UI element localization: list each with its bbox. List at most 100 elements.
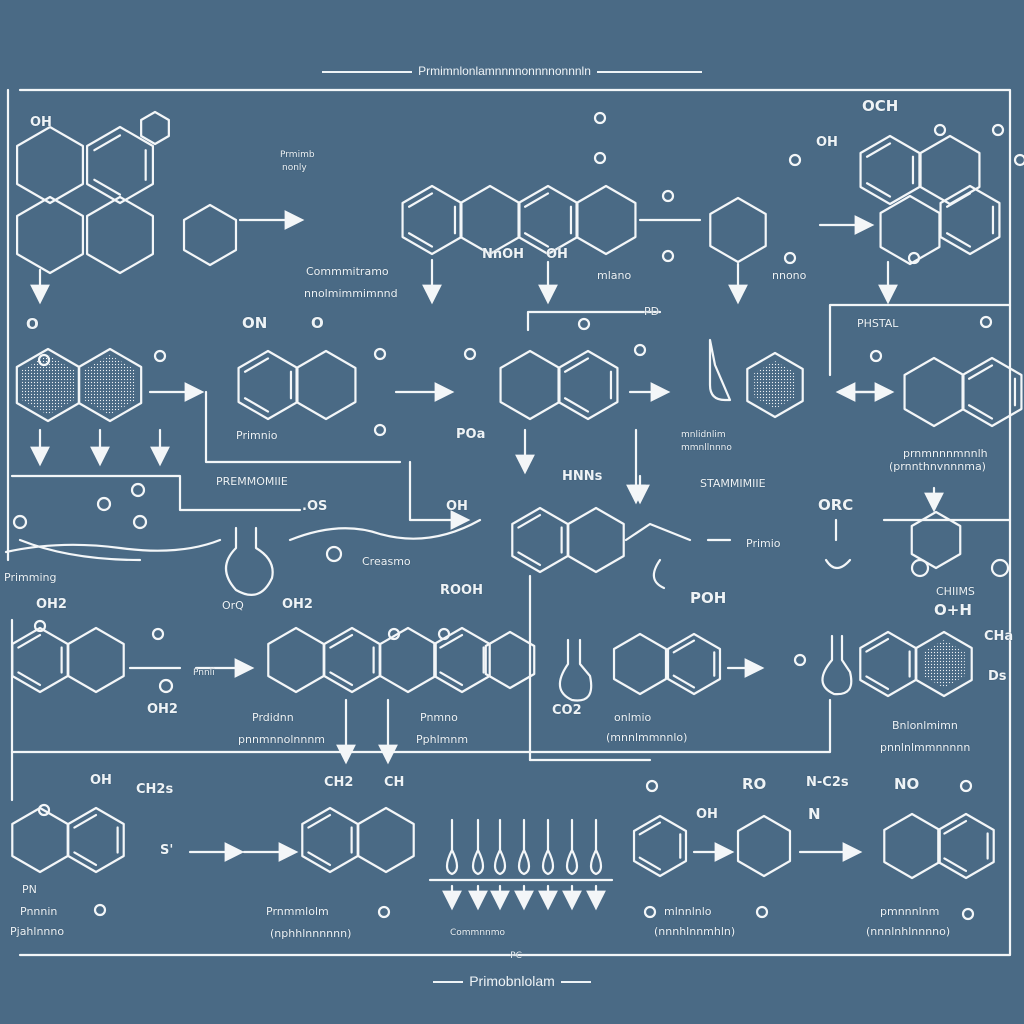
ring-r5-b	[67, 806, 125, 874]
ring-r1-top	[140, 110, 170, 146]
label-n-c2s: N-C2s	[806, 775, 849, 790]
ring-r5-c-double-bond	[307, 813, 332, 829]
label-o-r2a: O	[311, 314, 324, 332]
tube-r5-3	[517, 818, 531, 876]
ring-r4-a-double-bond	[17, 671, 42, 687]
footer-title-row: Primobnlolam	[0, 973, 1024, 989]
ring-r1-f	[401, 184, 463, 256]
ring-r2-i-double-bond	[967, 364, 994, 380]
ring-r2-h	[903, 356, 965, 428]
label-nnolmim: nnolmimmimnnd	[304, 287, 398, 300]
ring-r2-i	[961, 356, 1023, 428]
label-mlano: mlano	[597, 269, 632, 282]
atom-o-r1d	[661, 249, 675, 263]
ring-r5-e	[632, 814, 688, 878]
atom-o-r3a	[12, 514, 28, 530]
bracket-r4-bottom	[10, 618, 832, 754]
ring-r2-b-shade	[84, 355, 136, 415]
atom-o-r4e	[437, 627, 451, 641]
label-premmomiie: PREMMOMIIE	[216, 475, 288, 488]
label-mnlid1: mnlidnlim	[681, 430, 726, 440]
label-pd: PD	[644, 305, 660, 318]
label-bnlonl2: pnnlnlmmnnnnn	[880, 741, 971, 754]
tube-r5-4	[541, 818, 555, 876]
atom-o-r3d	[132, 514, 148, 530]
ring-r5-h-double-bond	[943, 857, 968, 873]
atom-o-r5g	[959, 779, 973, 793]
label-commnnmo: Commnnmo	[450, 928, 506, 938]
label-cha: CHa	[984, 629, 1014, 644]
ring-r4-f	[433, 626, 491, 694]
ring-r1-k	[859, 134, 921, 206]
label-prnmmlolm: Prnmmlolm	[266, 905, 329, 918]
ring-r5-b-double-bond	[73, 813, 98, 829]
connector-r1-right	[828, 303, 1012, 377]
label-ds: Ds	[988, 669, 1007, 684]
label-on: ON	[242, 314, 268, 332]
ring-r1-k-double-bond	[865, 142, 892, 158]
ring-r1-j	[709, 196, 767, 264]
label-orq: OrQ	[222, 599, 244, 612]
label-poh: POH	[690, 589, 727, 607]
ring-r2-e	[499, 349, 561, 421]
ring-r2-c-double-bond	[243, 397, 270, 413]
label-ch2-r5: CH2	[324, 775, 354, 790]
label-och: OCH	[862, 97, 899, 115]
label-bnlonl1: Bnlonlmimn	[892, 719, 958, 732]
ring-r5-d	[357, 806, 415, 874]
chain-r3-b	[18, 538, 142, 562]
label-onlmio1: onlmio	[614, 711, 652, 724]
atom-o-r2d	[373, 423, 387, 437]
chain-r3-d	[624, 522, 692, 542]
ring-r4-i	[666, 632, 722, 696]
ring-r4-e	[379, 626, 437, 694]
label-mlnnl1: mlnnlnlo	[664, 905, 712, 918]
ring-r4-h	[612, 632, 668, 696]
label-nonly: nonly	[282, 163, 307, 173]
footer-title: Primobnlolam	[469, 973, 555, 989]
ring-r4-d	[323, 626, 381, 694]
ring-r2-i-double-bond	[967, 404, 994, 420]
ring-r1-c	[85, 125, 155, 205]
ring-r4-j	[859, 630, 917, 698]
atom-o-r2g	[633, 343, 647, 357]
label-pn: PN	[22, 883, 37, 896]
label-prmimb: Prmimb	[280, 150, 315, 160]
label-primio: Primio	[746, 537, 781, 550]
header-title: Prmimnlonlamnnnnonnnnonnnln	[418, 64, 591, 78]
label-prn1: prnmnnnmnnlh	[903, 447, 988, 460]
label-orc: ORC	[818, 496, 854, 514]
ring-r5-g	[883, 812, 941, 880]
ring-r4-i-double-bond	[672, 674, 696, 689]
ring-r5-f	[736, 814, 792, 878]
atom-o-r2f	[577, 317, 591, 331]
label-os: .OS	[302, 499, 328, 514]
atom-o-r5a	[37, 803, 51, 817]
ring-r1-b	[15, 195, 85, 275]
atom-r3-ring-a	[910, 558, 930, 578]
label-oh-r5: OH	[90, 773, 112, 788]
label-oh-r1-left: OH	[30, 115, 52, 130]
ring-r5-h-double-bond	[943, 819, 968, 835]
label-mnlid2: mmnllnnno	[681, 443, 732, 453]
label-primming: Primming	[4, 571, 57, 584]
atom-o-r2b	[153, 349, 167, 363]
label-prn2: (prnnthnvnnnma)	[889, 460, 986, 473]
label-prdidn1: Prdidnn	[252, 711, 294, 724]
atom-o-r1b	[593, 151, 607, 165]
curl-r3	[652, 558, 666, 590]
ring-r2-d	[295, 349, 357, 421]
ring-r5-b-double-bond	[73, 851, 98, 867]
label-pphlmnm: Pphlmnm	[416, 733, 469, 746]
ring-r4-k-shade	[923, 640, 965, 688]
label-chiims: CHIIMS	[936, 585, 975, 598]
label-oh-r1: OH	[546, 247, 568, 262]
ring-r1-c-double-bond	[93, 178, 122, 196]
ring-r4-f-double-bond	[439, 671, 464, 687]
label-pjahlnnno: Pjahlnnno	[10, 925, 65, 938]
ring-r4-d-double-bond	[329, 633, 354, 649]
atom-o-r3b	[96, 496, 112, 512]
label-oh-r5b: OH	[696, 807, 718, 822]
ring-r1-e	[182, 203, 238, 267]
